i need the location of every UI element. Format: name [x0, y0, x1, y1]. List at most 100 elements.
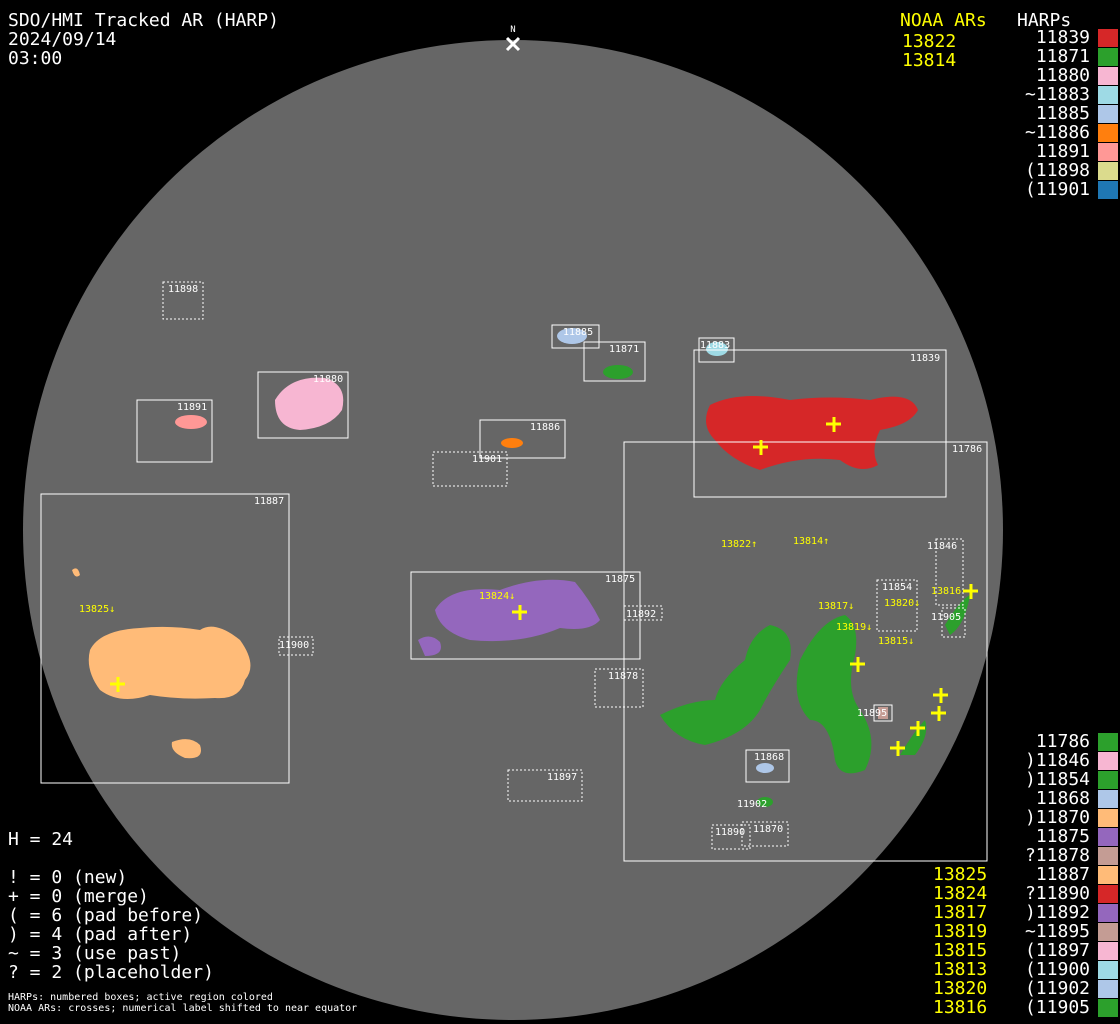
harp-label: 11900 — [279, 640, 309, 651]
harp-legend-row: ?11890 — [1025, 884, 1118, 903]
harp-label: 11880 — [313, 374, 343, 385]
harp-box-11897 — [507, 769, 583, 802]
harp-legend-label: 11871 — [1035, 46, 1090, 67]
harp-label: 11878 — [608, 671, 638, 682]
harp-legend-row: (11902 — [1025, 979, 1118, 998]
harp-color-swatch — [1098, 884, 1118, 903]
harp-boxes — [40, 281, 988, 862]
region-11883 — [706, 342, 728, 356]
harp-box-11901 — [432, 451, 508, 487]
harp-legend-label: 11786 — [1035, 731, 1090, 752]
harp-legend-row: (11897 — [1025, 941, 1118, 960]
harp-legend-row: 11868 — [1025, 789, 1118, 808]
harp-box-11880 — [257, 371, 349, 439]
noaa-cross-icon — [910, 721, 925, 736]
harp-color-swatch — [1098, 751, 1118, 770]
harp-legend-label: ?11890 — [1024, 883, 1090, 904]
harp-legend-label: )11846 — [1024, 750, 1090, 771]
noaa-legend-item: 13824 — [933, 883, 988, 904]
north-marker: N — [505, 25, 521, 52]
harp-color-swatch — [1098, 979, 1118, 998]
flag-legend-line: ? = 2 (placeholder) — [8, 962, 214, 983]
h-count: H = 24 — [8, 829, 74, 850]
harp-legend-row: 11839 — [1025, 28, 1118, 47]
noaa-cross-icon — [753, 440, 768, 455]
harp-label: 11786 — [952, 444, 982, 455]
harp-legend-label: (11902 — [1024, 978, 1090, 999]
harp-legend-label: 11839 — [1035, 27, 1090, 48]
noaa-label: 13820↓ — [884, 598, 920, 609]
noaa-cross-icon — [512, 605, 527, 620]
harp-legend-row: )11846 — [1025, 751, 1118, 770]
harp-legend-label: (11905 — [1024, 997, 1090, 1018]
harp-color-swatch — [1098, 922, 1118, 941]
harp-legend-label: 11885 — [1035, 103, 1090, 124]
harp-color-swatch — [1098, 865, 1118, 884]
noaa-label: 13824↓ — [479, 591, 515, 602]
noaa-crosses — [110, 417, 978, 756]
harp-legend-row: )11892 — [1025, 903, 1118, 922]
harp-legend-label: ~11895 — [1024, 921, 1090, 942]
region-11875 — [418, 579, 600, 656]
harp-legend-row: 11887 — [1025, 865, 1118, 884]
harp-box-11891 — [136, 399, 213, 463]
harp-box-11839 — [693, 349, 947, 498]
harp-label: 11871 — [609, 344, 639, 355]
harp-color-swatch — [1098, 47, 1118, 66]
harp-legend-label: (11900 — [1024, 959, 1090, 980]
flag-legend-line: ! = 0 (new) — [8, 867, 128, 888]
flag-legend-line: ( = 6 (pad before) — [8, 905, 204, 926]
harp-color-swatch — [1098, 827, 1118, 846]
harp-legend-row: (11900 — [1025, 960, 1118, 979]
harp-box-11886 — [479, 419, 566, 459]
harp-box-11871 — [583, 341, 646, 382]
harp-color-swatch — [1098, 66, 1118, 85]
harp-color-swatch — [1098, 104, 1118, 123]
noaa-cross-icon — [933, 688, 948, 703]
region-11887 — [72, 568, 251, 759]
noaa-top-item: 13814 — [902, 50, 957, 71]
harp-box-11854 — [876, 579, 918, 632]
region-11786 — [660, 595, 970, 774]
harp-legend-row: 11875 — [1025, 827, 1118, 846]
noaa-legend-item: 13820 — [933, 978, 988, 999]
harp-legend-label: 11868 — [1035, 788, 1090, 809]
harp-label: 11870 — [753, 824, 783, 835]
harp-color-swatch — [1098, 846, 1118, 865]
harp-box-11885 — [551, 324, 600, 349]
harp-label: 11890 — [715, 827, 745, 838]
harp-label: 11887 — [254, 496, 284, 507]
harp-label: 11885 — [563, 327, 593, 338]
noaa-label: 13817↓ — [818, 601, 854, 612]
harp-box-11895 — [873, 704, 893, 722]
harp-legend-label: ~11883 — [1024, 84, 1090, 105]
harp-legend-label: ?11878 — [1024, 845, 1090, 866]
solar-disk — [23, 40, 1003, 1020]
active-regions — [72, 328, 970, 807]
harp-box-11892 — [623, 605, 663, 621]
region-11886 — [501, 438, 523, 448]
harp-label: 11854 — [882, 582, 912, 593]
harp-color-swatch — [1098, 789, 1118, 808]
footer-notes: HARPs: numbered boxes; active region col… — [8, 992, 357, 1014]
harp-color-swatch — [1098, 808, 1118, 827]
noaa-top-title: NOAA ARs — [900, 10, 987, 31]
harp-color-swatch — [1098, 123, 1118, 142]
harp-color-swatch — [1098, 732, 1118, 751]
noaa-cross-icon — [963, 584, 978, 599]
harp-box-11846 — [935, 538, 964, 606]
noaa-legend-item: 13817 — [933, 902, 988, 923]
north-cross-icon — [505, 36, 521, 52]
footer-line: HARPs: numbered boxes; active region col… — [8, 992, 273, 1003]
harp-label: 11902 — [737, 799, 767, 810]
harp-color-swatch — [1098, 142, 1118, 161]
region-11885 — [557, 328, 587, 344]
harp-legend-row: 11891 — [1025, 142, 1118, 161]
harp-legend-row: 11880 — [1025, 66, 1118, 85]
noaa-legend-item: 13813 — [933, 959, 988, 980]
harp-legend-row: ~11895 — [1025, 922, 1118, 941]
harp-box-11878 — [594, 668, 644, 708]
noaa-legend-item: 13815 — [933, 940, 988, 961]
harp-color-swatch — [1098, 180, 1118, 199]
